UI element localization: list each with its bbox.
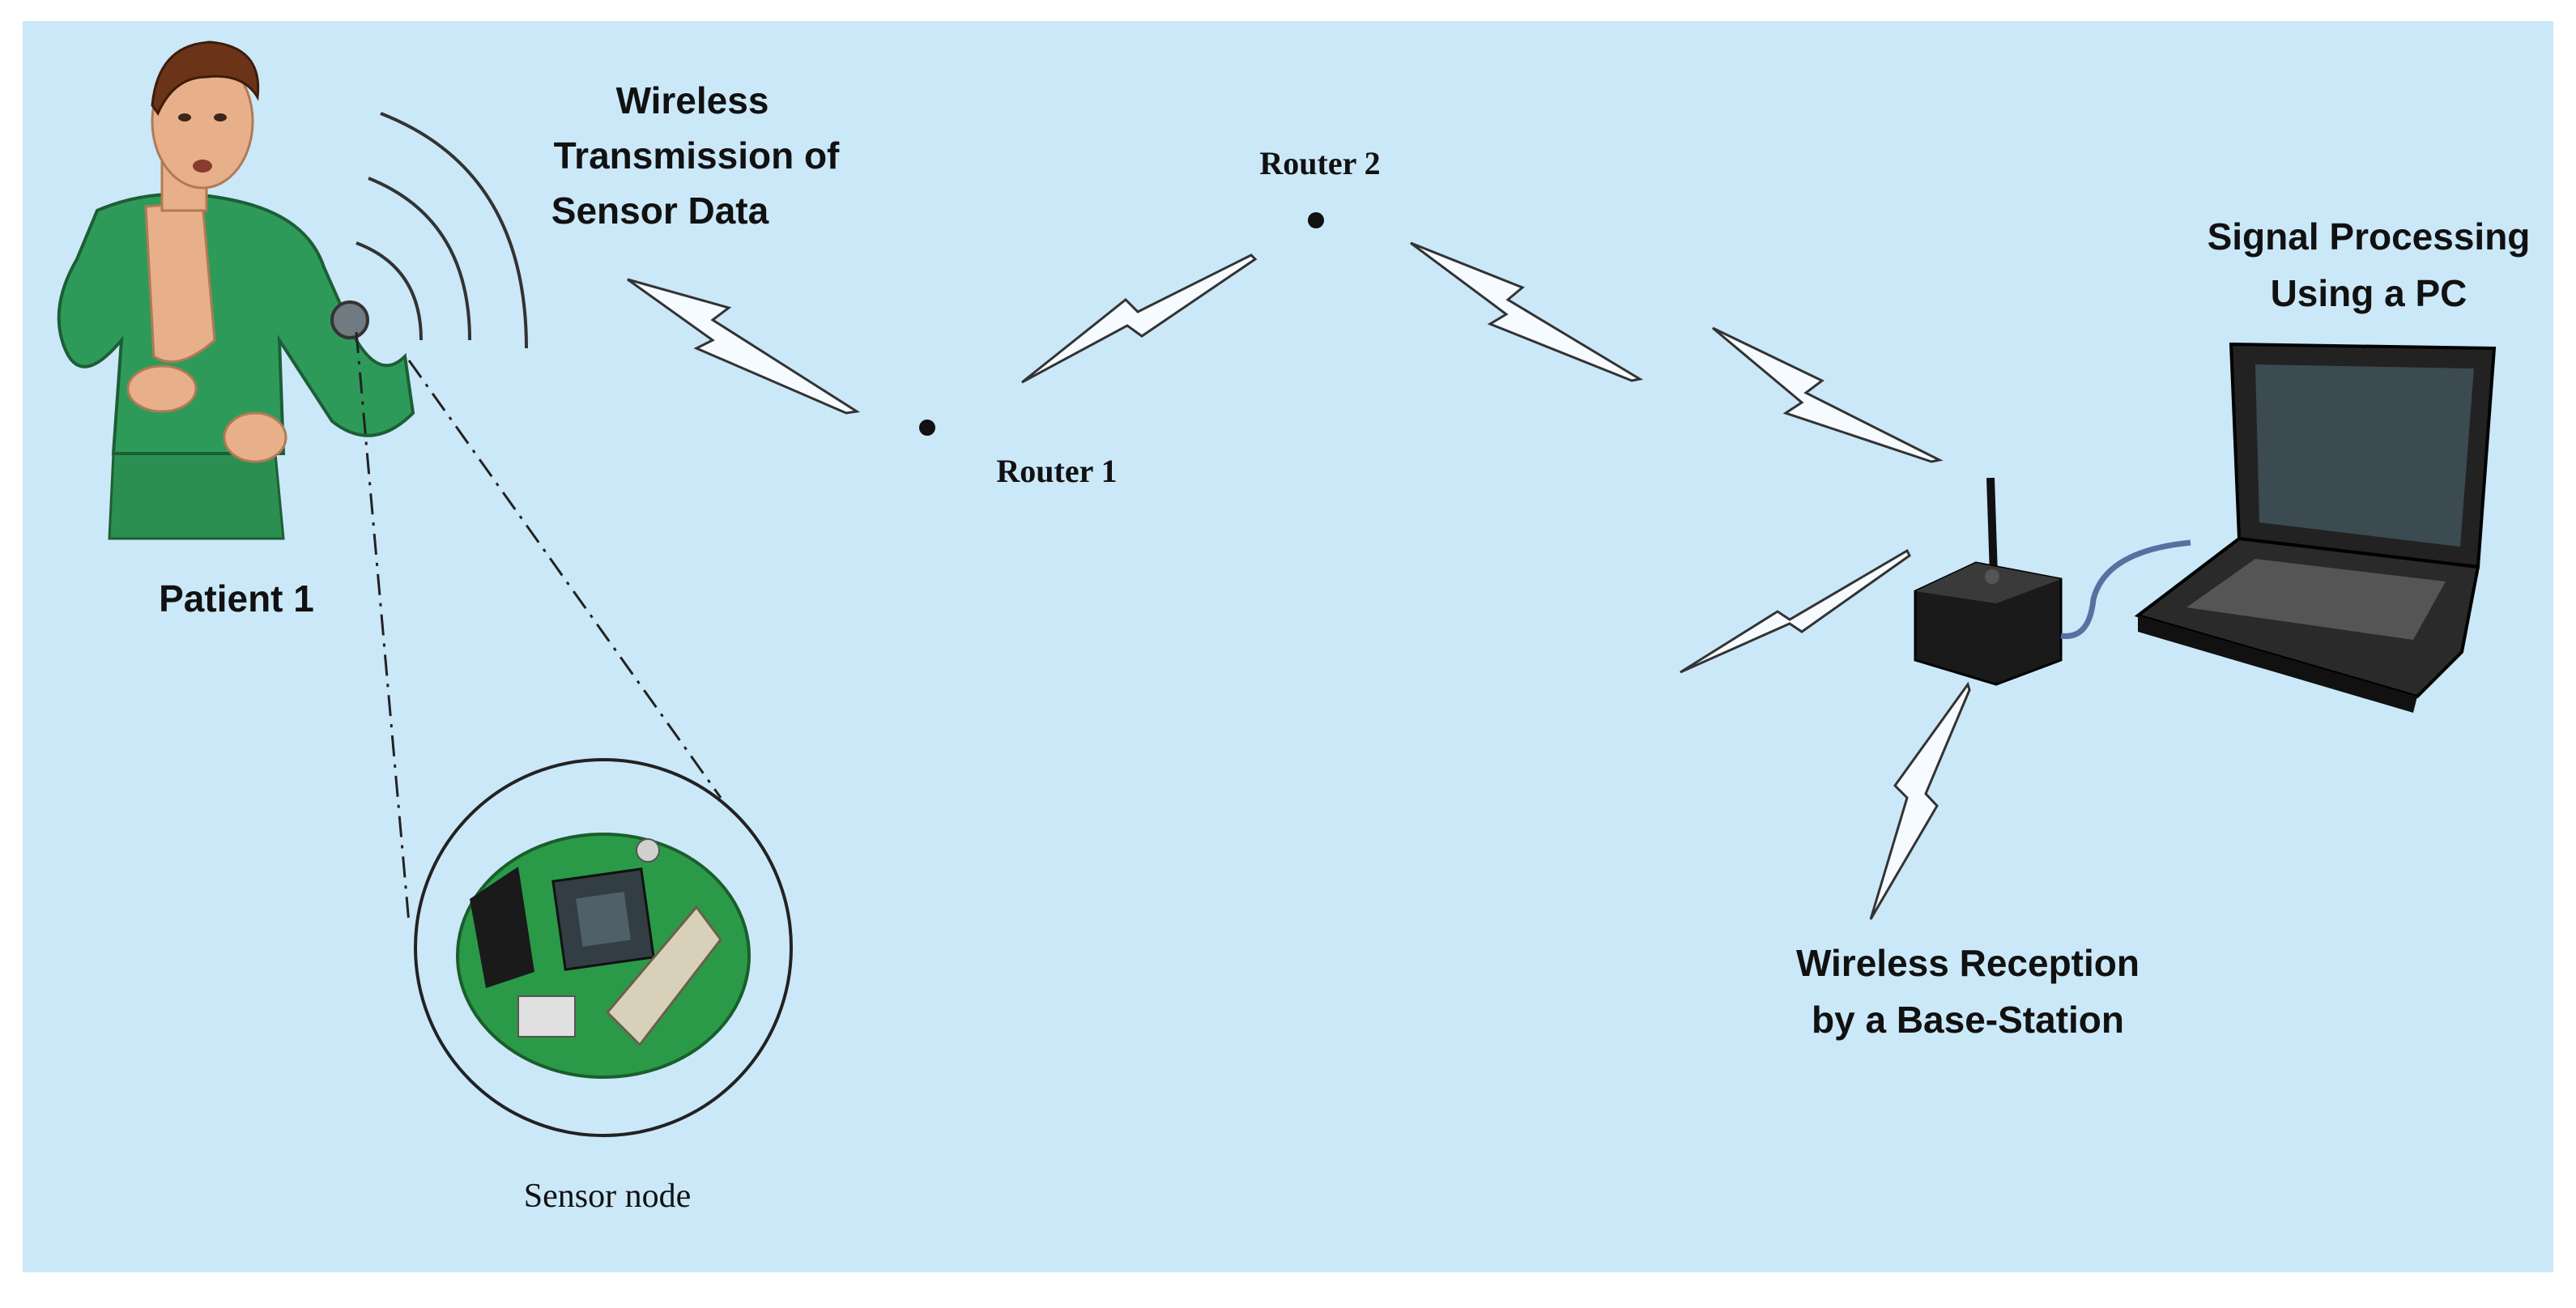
patient-figure: [57, 40, 415, 540]
router-2-label: Router 2: [1259, 145, 1380, 181]
processing-label-line2: Using a PC: [2271, 272, 2467, 314]
diagram-background: [23, 21, 2553, 1272]
cable-line: [2060, 539, 2191, 639]
base-station-icon: [1914, 477, 2063, 686]
processing-label-line1: Signal Processing: [2208, 215, 2531, 258]
patient-label: Patient 1: [159, 577, 314, 620]
sensor-node-label: Sensor node: [524, 1178, 691, 1215]
router-1-node: [919, 420, 935, 436]
laptop-icon: [2134, 342, 2497, 713]
sensor-node-board: [414, 758, 793, 1137]
router-1-label: Router 1: [996, 453, 1117, 489]
wireless-link-icon: [627, 241, 1971, 920]
sensor-zoom-lines: [355, 331, 722, 924]
transmission-label-line1: Wireless: [616, 79, 769, 121]
transmission-label-line3: Sensor Data: [551, 190, 769, 232]
router-2-node: [1308, 212, 1324, 228]
radio-waves-icon: [356, 112, 528, 349]
reception-label-line2: by a Base-Station: [1812, 999, 2124, 1041]
transmission-label-line2: Transmission of: [554, 134, 840, 177]
reception-label-line1: Wireless Reception: [1796, 942, 2140, 984]
